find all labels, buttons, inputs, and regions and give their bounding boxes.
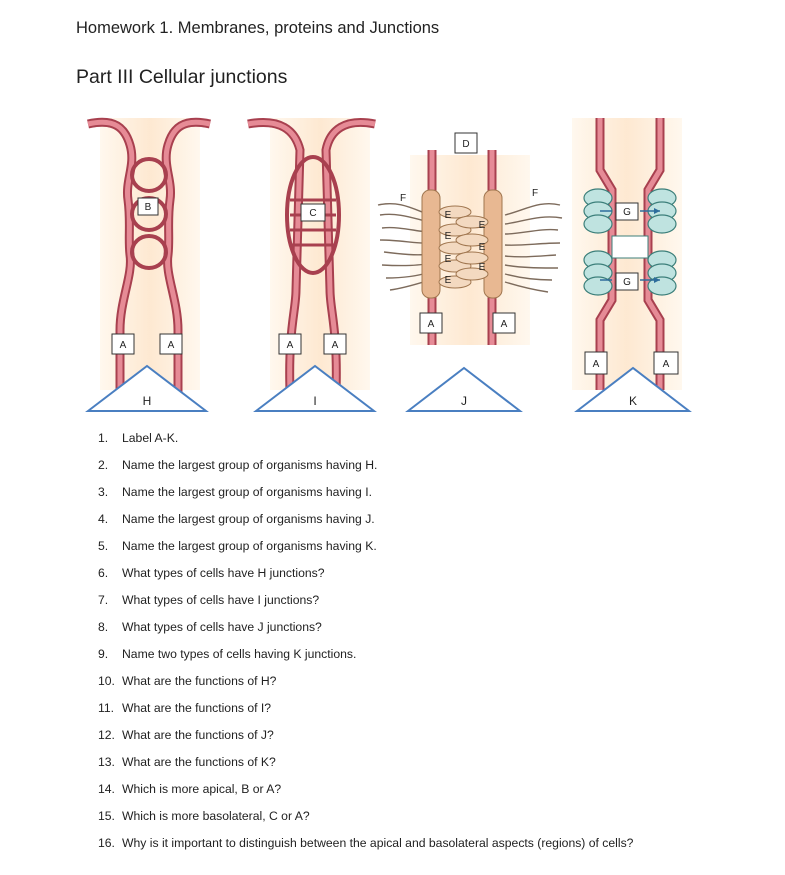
- question-item: 3.Name the largest group of organisms ha…: [98, 485, 372, 499]
- svg-text:B: B: [145, 202, 152, 213]
- question-item: 9.Name two types of cells having K junct…: [98, 647, 357, 661]
- question-item: 14.Which is more apical, B or A?: [98, 782, 282, 796]
- gap-junction-diagram: [572, 118, 682, 390]
- label-box-a: A: [278, 333, 302, 355]
- question-item: 13.What are the functions of K?: [98, 755, 276, 769]
- question-item: 5.Name the largest group of organisms ha…: [98, 539, 377, 553]
- question-item: 12.What are the functions of J?: [98, 728, 274, 742]
- svg-text:G: G: [623, 207, 631, 218]
- label-e: E: [445, 275, 452, 286]
- label-e: E: [445, 210, 452, 221]
- svg-text:C: C: [309, 208, 316, 219]
- label-box-a: A: [653, 351, 679, 375]
- svg-text:A: A: [332, 340, 339, 351]
- label-f-right: F: [532, 188, 538, 199]
- question-list: 1.Label A-K. 2.Name the largest group of…: [98, 431, 633, 863]
- svg-text:A: A: [663, 359, 670, 370]
- svg-text:G: G: [623, 277, 631, 288]
- desmosome-diagram: [377, 150, 563, 345]
- svg-text:K: K: [629, 394, 637, 408]
- question-item: 11.What are the functions of I?: [98, 701, 272, 715]
- triangle-label-j: J: [405, 366, 523, 412]
- question-item: 7.What types of cells have I junctions?: [98, 593, 320, 607]
- part-title: Part III Cellular junctions: [76, 66, 288, 88]
- question-item: 1.Label A-K.: [98, 431, 179, 445]
- question-item: 15.Which is more basolateral, C or A?: [98, 809, 310, 823]
- label-e: E: [445, 231, 452, 242]
- label-e: E: [479, 262, 486, 273]
- svg-text:A: A: [501, 319, 508, 330]
- label-box-c: C: [300, 203, 326, 222]
- svg-text:A: A: [120, 340, 127, 351]
- svg-text:I: I: [313, 394, 316, 408]
- label-box-b: B: [137, 197, 159, 216]
- svg-text:D: D: [462, 139, 469, 150]
- label-box-a: A: [419, 312, 443, 334]
- junctions-figure: B C D F F E E E E E E E G G A A A A A A …: [85, 117, 692, 412]
- svg-text:J: J: [461, 394, 467, 408]
- question-item: 6.What types of cells have H junctions?: [98, 566, 325, 580]
- document-title: Homework 1. Membranes, proteins and Junc…: [76, 19, 440, 37]
- label-box-a: A: [159, 333, 183, 355]
- label-box-a: A: [111, 333, 135, 355]
- tight-junction-diagram: [87, 117, 211, 392]
- question-item: 2.Name the largest group of organisms ha…: [98, 458, 378, 472]
- svg-text:A: A: [287, 340, 294, 351]
- triangle-label-i: I: [253, 364, 377, 412]
- svg-text:A: A: [428, 319, 435, 330]
- label-e: E: [479, 220, 486, 231]
- triangle-label-h: H: [85, 364, 209, 412]
- label-box-g-lower: G: [615, 272, 639, 291]
- label-f-left: F: [400, 193, 406, 204]
- label-box-d: D: [454, 132, 478, 154]
- svg-text:H: H: [143, 394, 152, 408]
- question-item: 10.What are the functions of H?: [98, 674, 277, 688]
- label-box-g-upper: G: [615, 202, 639, 221]
- question-item: 8.What types of cells have J junctions?: [98, 620, 322, 634]
- label-e: E: [479, 242, 486, 253]
- question-item: 4.Name the largest group of organisms ha…: [98, 512, 375, 526]
- svg-text:A: A: [593, 359, 600, 370]
- label-box-a: A: [584, 351, 608, 375]
- triangle-label-k: K: [574, 366, 692, 412]
- label-box-a: A: [323, 333, 347, 355]
- label-e: E: [445, 254, 452, 265]
- svg-text:A: A: [168, 340, 175, 351]
- question-item: 16.Why is it important to distinguish be…: [98, 836, 634, 850]
- adherens-junction-diagram: [247, 118, 376, 393]
- label-box-a: A: [492, 312, 516, 334]
